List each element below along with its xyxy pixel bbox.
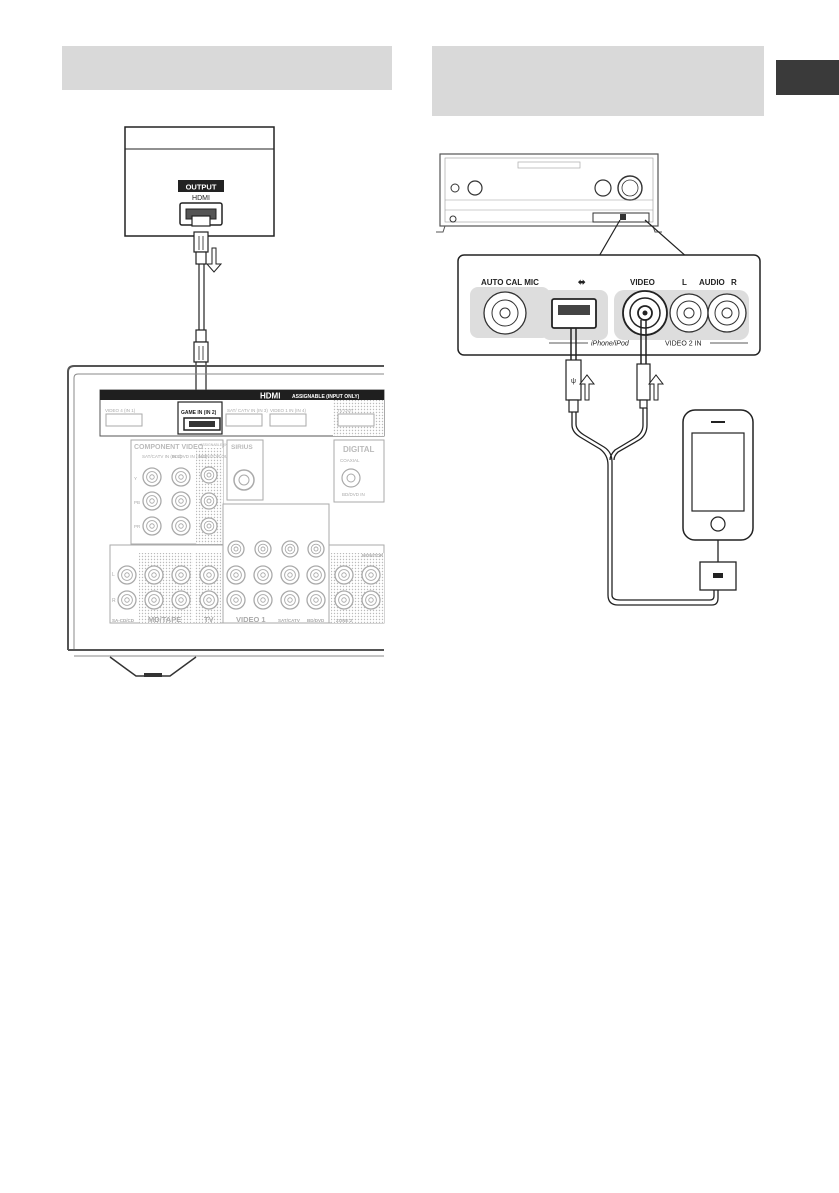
video-jack bbox=[260, 546, 266, 552]
video-jack bbox=[313, 546, 319, 552]
component-row-pb: PB bbox=[134, 500, 140, 505]
audio-r: R bbox=[112, 598, 116, 604]
receiver-front bbox=[436, 153, 662, 233]
usb-arrow bbox=[578, 374, 596, 401]
bottom-labels: SA-CD/CD MD/TAPE TV VIDEO 1 SAT/CATV BD/DVD ZO… bbox=[112, 553, 384, 624]
output-label: OUTPUT bbox=[186, 183, 217, 192]
signal-flow-arrow bbox=[205, 247, 223, 273]
bottom-label: TV bbox=[204, 615, 214, 624]
monitor-out-jack bbox=[206, 523, 212, 529]
component-row-y: Y bbox=[134, 476, 137, 481]
audio-jack bbox=[368, 597, 374, 603]
audio-jack bbox=[313, 597, 319, 603]
component-col-1: SAT/CATV IN (IN 1) bbox=[142, 454, 182, 459]
bottom-label: MONITOR bbox=[362, 553, 384, 558]
left-section-header bbox=[62, 46, 392, 90]
video-arrow bbox=[647, 374, 665, 401]
component-video-sub: ASSIGNABLE (INPUT ONLY) bbox=[200, 443, 246, 447]
monitor-out-jack bbox=[206, 498, 212, 504]
audio-jack bbox=[233, 572, 239, 578]
iphone-device bbox=[682, 409, 754, 591]
audio-r-label: R bbox=[731, 278, 737, 287]
audio-jack bbox=[151, 597, 157, 603]
audio-jack bbox=[178, 597, 184, 603]
auto-cal-label: AUTO CAL MIC bbox=[481, 278, 539, 287]
audio-l: L bbox=[112, 572, 115, 578]
source-device: OUTPUT HDMI bbox=[124, 126, 275, 237]
video-jack bbox=[287, 546, 293, 552]
audio-l-label: L bbox=[682, 278, 687, 287]
audio-jack bbox=[313, 572, 319, 578]
usb-symbol: ⬌ bbox=[577, 277, 586, 287]
device-hdmi-label: HDMI bbox=[192, 195, 210, 202]
sirius-label: SIRIUS bbox=[231, 444, 253, 451]
audio-jack bbox=[260, 597, 266, 603]
component-jack bbox=[178, 474, 184, 480]
audio-jack bbox=[206, 572, 212, 578]
right-section-header bbox=[432, 46, 764, 116]
hdmi-input-4: VIDEO 1 IN (IN 4) bbox=[270, 408, 307, 413]
audio-jack bbox=[151, 572, 157, 578]
audio-jack bbox=[206, 597, 212, 603]
audio-jack bbox=[287, 597, 293, 603]
video-2-in-label: VIDEO 2 IN bbox=[665, 341, 702, 348]
receiver-rear-panel: HDMI ASSIGNABLE (INPUT ONLY) VIDEO 4 (IN… bbox=[67, 365, 385, 677]
component-jack bbox=[178, 498, 184, 504]
digital-bd-dvd: BD/DVD IN bbox=[342, 492, 365, 497]
digital-label: DIGITAL bbox=[343, 445, 375, 454]
component-col-2: BD/DVD IN (IN 2) bbox=[172, 454, 208, 459]
audio-jack bbox=[124, 572, 130, 578]
component-jack bbox=[149, 523, 155, 529]
hdmi-tv-out: TV OUT bbox=[337, 408, 354, 413]
iphone-ipod-label: iPhone/iPod bbox=[591, 341, 630, 348]
audio-jack bbox=[233, 597, 239, 603]
monitor-out-jack bbox=[206, 472, 212, 478]
ipod-cable: ψ bbox=[565, 320, 719, 606]
hdmi-subtitle: ASSIGNABLE (INPUT ONLY) bbox=[292, 394, 360, 400]
audio-jack bbox=[368, 572, 374, 578]
audio-jack bbox=[124, 597, 130, 603]
digital-coaxial: COAXIAL bbox=[340, 458, 360, 463]
bottom-label: MD/TAPE bbox=[148, 615, 181, 624]
component-jacks bbox=[142, 466, 218, 536]
video-label: VIDEO bbox=[630, 278, 655, 287]
hdmi-input-2: GAME IN (IN 2) bbox=[181, 410, 217, 416]
audio-jack bbox=[341, 597, 347, 603]
front-panel-zoom: AUTO CAL MIC ⬌ VIDEO L AUDIO R iPhone/iP… bbox=[457, 254, 761, 356]
hdmi-inputs: VIDEO 4 (IN 1) GAME IN (IN 2) SAT/ CATV … bbox=[105, 401, 375, 435]
zoom-callout-lines bbox=[597, 219, 689, 259]
audio-jack bbox=[287, 572, 293, 578]
hdmi-input-1: VIDEO 4 (IN 1) bbox=[105, 408, 136, 413]
component-jack bbox=[149, 498, 155, 504]
bottom-label: ZONE 2 bbox=[336, 618, 353, 623]
component-row-pr: PR bbox=[134, 524, 141, 529]
bottom-label: SA-CD/CD bbox=[112, 618, 135, 623]
audio-label: AUDIO bbox=[699, 278, 725, 287]
component-jack bbox=[149, 474, 155, 480]
chapter-tab bbox=[776, 60, 839, 95]
audio-jacks bbox=[117, 540, 381, 610]
hdmi-title: HDMI bbox=[260, 392, 280, 401]
video-jack bbox=[233, 546, 239, 552]
audio-jack bbox=[178, 572, 184, 578]
bottom-label: VIDEO 1 bbox=[236, 615, 266, 624]
component-jack bbox=[178, 523, 184, 529]
bottom-label: SAT/CATV bbox=[278, 618, 300, 623]
svg-text:ψ: ψ bbox=[571, 378, 576, 385]
component-col-3: MONITOR OUT bbox=[199, 454, 231, 459]
audio-jack bbox=[260, 572, 266, 578]
hdmi-input-3: SAT/ CATV IN (IN 3) bbox=[227, 408, 268, 413]
audio-jack bbox=[341, 572, 347, 578]
bottom-label: BD/DVD bbox=[307, 618, 325, 623]
component-video-title: COMPONENT VIDEO bbox=[134, 444, 204, 451]
